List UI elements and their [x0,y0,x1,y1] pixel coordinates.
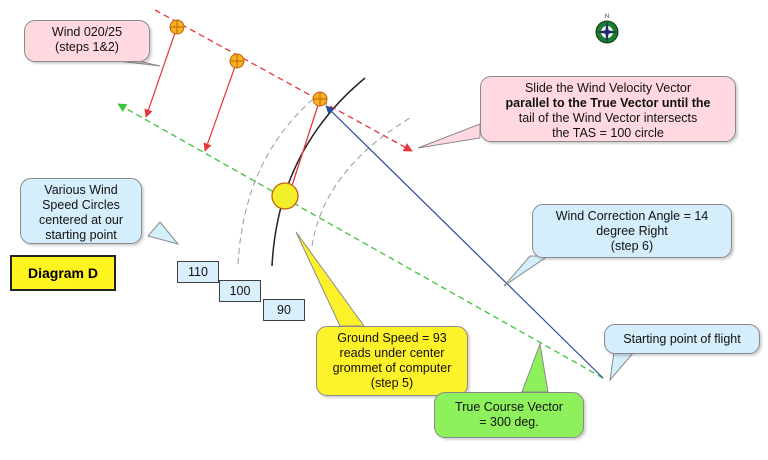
svg-text:N: N [605,14,609,20]
speed-box-110: 110 [177,261,219,283]
wind-vector-3 [286,98,321,199]
wind-vector-2 [203,60,238,152]
circles-callout-line4: starting point [45,228,117,242]
diagram-label: Diagram D [10,255,116,291]
wind-parallel-line [154,9,413,152]
speed-box-100: 100 [219,280,261,302]
grommet-circle-icon [169,19,185,35]
gs-callout-line2: reads under center [339,346,445,360]
wca-callout-tail [503,255,550,287]
wind-vector-1 [144,26,178,118]
speed-box-90: 90 [263,299,305,321]
slide-callout-line2: parallel to the True Vector until the [505,96,711,110]
wca-callout-line1: Wind Correction Angle = 14 [555,209,709,223]
true-course-callout: True Course Vector = 300 deg. [434,392,584,438]
gs-callout-line3: grommet of computer [332,361,452,375]
circles-callout-line3: centered at our [38,213,124,227]
wca-callout-line2: degree Right [596,224,668,238]
slide-callout-line1: Slide the Wind Velocity Vector [524,81,692,95]
course-callout-line1: True Course Vector [455,400,563,414]
wca-callout-line3: (step 6) [610,239,654,253]
wind-speed-arc-outer [237,99,313,265]
wind-callout-line1: Wind 020/25 [51,25,123,39]
ground-speed-callout: Ground Speed = 93 reads under center gro… [316,326,468,396]
slide-callout-tail [417,123,481,149]
course-callout-tail [521,342,549,393]
slide-callout: Slide the Wind Velocity Vector parallel … [480,76,736,142]
tas-circle-arc [271,77,366,267]
gs-callout-tail [295,231,365,327]
gs-callout-line1: Ground Speed = 93 [337,331,447,345]
wind-callout-line2: (steps 1&2) [55,40,119,54]
gs-callout-line4: (step 5) [370,376,414,390]
circles-callout-line1: Various Wind [44,183,118,197]
course-callout-line2: = 300 deg. [479,415,539,429]
start-callout-tail [609,351,636,382]
center-grommet-icon [271,182,299,210]
start-callout-line1: Starting point of flight [623,332,741,346]
heading-vector [325,105,604,379]
circles-callout-tail [147,221,180,245]
starting-point-callout: Starting point of flight [604,324,760,354]
wind-circles-callout: Various Wind Speed Circles centered at o… [20,178,142,244]
slide-callout-line4: the TAS = 100 circle [552,126,664,140]
grommet-circle-icon [312,91,328,107]
grommet-circle-icon [229,53,245,69]
wind-speed-arc-inner [311,117,411,247]
compass-rose-icon: N [595,14,619,44]
slide-callout-line3: tail of the Wind Vector intersects [518,111,698,125]
wca-callout: Wind Correction Angle = 14 degree Right … [532,204,732,258]
wind-callout: Wind 020/25 (steps 1&2) [24,20,150,62]
true-course-vector [117,103,604,379]
circles-callout-line2: Speed Circles [42,198,120,212]
